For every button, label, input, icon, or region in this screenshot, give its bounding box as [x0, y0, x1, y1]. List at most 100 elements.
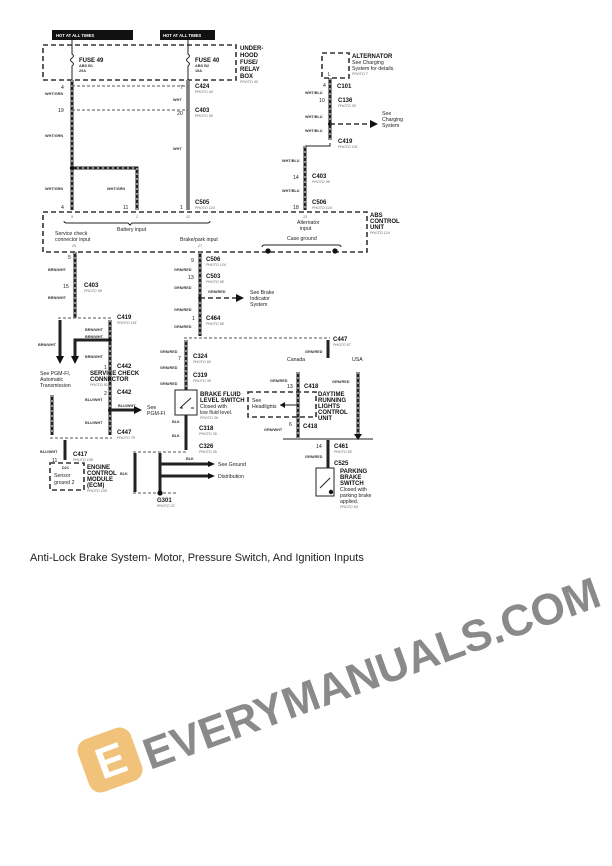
svg-text:(ECM): (ECM): [87, 483, 104, 489]
svg-text:C506: C506: [206, 257, 221, 263]
watermark-logo: E: [77, 727, 143, 793]
svg-text:C442: C442: [117, 364, 132, 370]
svg-text:1: 1: [104, 365, 107, 371]
svg-text:6: 6: [289, 422, 292, 428]
svg-text:14: 14: [316, 444, 322, 450]
svg-text:See PGM-FI,: See PGM-FI,: [40, 371, 70, 377]
svg-text:ABS B1: ABS B1: [79, 64, 93, 68]
svg-text:See Charging: See Charging: [352, 60, 384, 66]
svg-text:GRN/RED: GRN/RED: [174, 325, 192, 329]
svg-text:PHOTO 101: PHOTO 101: [117, 321, 137, 325]
svg-text:BLU/WHT: BLU/WHT: [118, 404, 136, 408]
svg-text:C418: C418: [303, 424, 318, 430]
svg-text:L: L: [328, 72, 331, 78]
svg-text:System: System: [382, 123, 399, 129]
svg-text:low fluid level.: low fluid level.: [200, 410, 232, 416]
svg-text:PHOTO 36: PHOTO 36: [199, 450, 217, 454]
svg-text:13: 13: [287, 384, 293, 390]
svg-text:FUSE 49: FUSE 49: [79, 58, 104, 64]
svg-text:FUSE/: FUSE/: [240, 60, 258, 66]
svg-text:PHOTO 124: PHOTO 124: [312, 206, 332, 210]
svg-text:PHOTO 94: PHOTO 94: [340, 505, 358, 509]
fuse-40: FUSE 40 ABS B2 15A: [186, 40, 220, 80]
svg-text:7: 7: [178, 356, 181, 362]
svg-text:BLK: BLK: [172, 420, 180, 424]
svg-text:PHOTO 44: PHOTO 44: [195, 90, 213, 94]
svg-text:11: 11: [52, 458, 57, 464]
svg-text:CONNECTOR: CONNECTOR: [90, 377, 129, 383]
hot-at-all-times-label-2: HOT AT ALL TIMES: [160, 30, 215, 40]
svg-text:PHOTO 40: PHOTO 40: [240, 80, 258, 84]
svg-text:C318: C318: [199, 426, 214, 432]
svg-text:ALTERNATOR: ALTERNATOR: [352, 54, 393, 60]
figure-caption: Anti-Lock Brake System- Motor, Pressure …: [30, 552, 364, 564]
svg-text:Sensor: Sensor: [54, 473, 71, 479]
svg-text:WHT/BLU: WHT/BLU: [305, 129, 323, 133]
svg-text:18: 18: [293, 205, 299, 211]
svg-text:Closed with: Closed with: [340, 487, 367, 493]
svg-text:1: 1: [192, 316, 195, 322]
svg-text:PHOTO 108: PHOTO 108: [73, 458, 93, 462]
svg-text:Alternator: Alternator: [297, 220, 320, 226]
svg-text:applied.: applied.: [340, 499, 358, 505]
svg-text:PHOTO 36: PHOTO 36: [193, 379, 211, 383]
svg-text:PHOTO 124: PHOTO 124: [195, 206, 215, 210]
svg-text:7: 7: [180, 85, 183, 91]
fuse-relay-box: [42, 44, 237, 81]
svg-text:15A: 15A: [195, 69, 202, 73]
svg-text:G301: G301: [157, 498, 172, 504]
svg-text:MODULE: MODULE: [87, 477, 113, 483]
svg-text:GRN/RED: GRN/RED: [305, 455, 323, 459]
svg-text:Charging: Charging: [382, 117, 403, 123]
svg-text:PHOTO 124: PHOTO 124: [206, 263, 226, 267]
svg-text:GRN/RED: GRN/RED: [332, 380, 350, 384]
svg-text:SERVICE CHECK: SERVICE CHECK: [90, 371, 140, 377]
svg-text:5: 5: [68, 255, 71, 261]
svg-text:USA: USA: [352, 357, 363, 363]
svg-text:BRAKE FLUID: BRAKE FLUID: [200, 392, 241, 398]
ground-symbol: [332, 248, 338, 254]
svg-text:C525: C525: [334, 461, 349, 467]
svg-text:CONTROL: CONTROL: [318, 410, 348, 416]
svg-text:PHOTO 79: PHOTO 79: [117, 436, 135, 440]
svg-text:4: 4: [61, 85, 64, 91]
svg-text:FUSE 40: FUSE 40: [195, 58, 220, 64]
svg-text:BRN/WHT: BRN/WHT: [85, 355, 104, 359]
svg-text:BRN/WHT: BRN/WHT: [48, 268, 67, 272]
svg-text:ENGINE: ENGINE: [87, 465, 110, 471]
svg-text:ABS: ABS: [370, 213, 383, 219]
svg-text:System for details.: System for details.: [352, 66, 395, 72]
svg-text:HOT AT ALL TIMES: HOT AT ALL TIMES: [56, 33, 94, 38]
svg-text:20A: 20A: [79, 69, 86, 73]
svg-text:C442: C442: [117, 390, 132, 396]
svg-text:25: 25: [71, 244, 76, 248]
svg-text:WHT/BLU: WHT/BLU: [305, 91, 323, 95]
svg-text:UNIT: UNIT: [370, 225, 384, 231]
svg-text:BLU/WHT: BLU/WHT: [85, 421, 103, 425]
svg-text:Case ground: Case ground: [287, 236, 317, 242]
svg-text:Indicator: Indicator: [250, 296, 270, 302]
svg-text:C403: C403: [195, 108, 210, 114]
svg-text:11: 11: [123, 205, 128, 211]
svg-text:WHT/GRN: WHT/GRN: [45, 187, 63, 191]
svg-text:HOT AT ALL TIMES: HOT AT ALL TIMES: [163, 33, 201, 38]
svg-text:WHT/BLU: WHT/BLU: [305, 115, 323, 119]
svg-text:GRN/RED: GRN/RED: [174, 308, 192, 312]
svg-text:C505: C505: [195, 200, 210, 206]
svg-text:LIGHTS: LIGHTS: [318, 404, 340, 410]
svg-text:PHOTO 98: PHOTO 98: [206, 280, 224, 284]
svg-text:Battery input: Battery input: [117, 227, 147, 233]
svg-text:See: See: [382, 111, 391, 117]
svg-text:PARKING: PARKING: [340, 469, 368, 475]
brake-labels: 9 C506 PHOTO 124 GRN/RED 13 C503 PHOTO 9…: [120, 257, 372, 509]
svg-text:PHOTO 22: PHOTO 22: [157, 504, 175, 508]
svg-text:PHOTO 92: PHOTO 92: [90, 383, 108, 387]
svg-text:HOOD: HOOD: [240, 53, 259, 59]
svg-text:Transmission: Transmission: [40, 383, 71, 389]
svg-text:RUNNING: RUNNING: [318, 398, 346, 404]
svg-text:GRN/WHT: GRN/WHT: [264, 428, 283, 432]
svg-text:PHOTO 39: PHOTO 39: [338, 104, 356, 108]
svg-text:LEVEL SWITCH: LEVEL SWITCH: [200, 398, 245, 404]
svg-text:GRN/RED: GRN/RED: [270, 379, 288, 383]
